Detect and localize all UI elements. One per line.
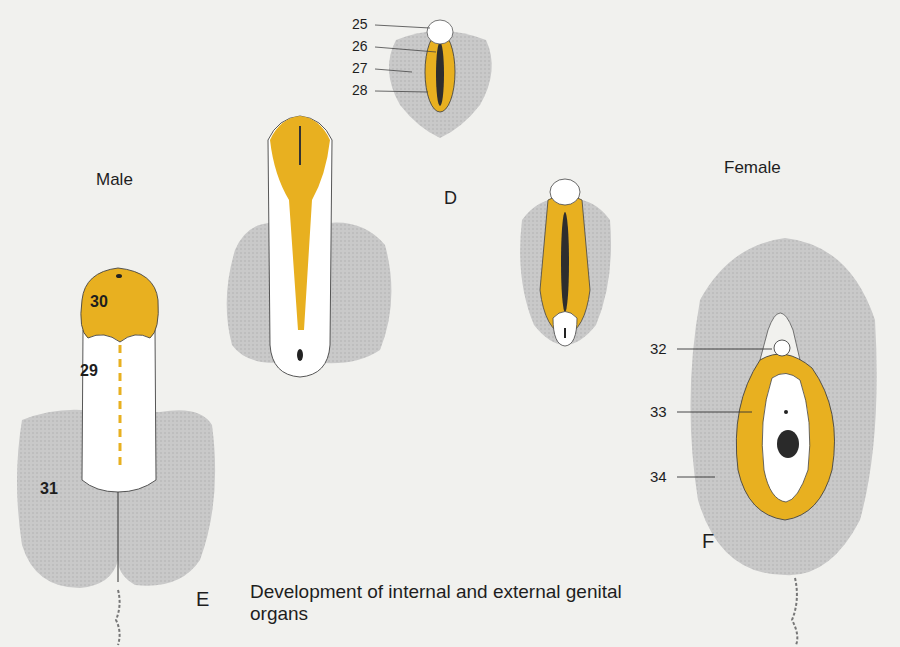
female-external-genitalia — [677, 238, 877, 645]
sex-label: Female — [724, 158, 781, 178]
indifferent-stage — [375, 20, 492, 138]
callout-number: 33 — [650, 403, 667, 420]
sex-label: Male — [96, 170, 133, 190]
male-external-genitalia — [17, 268, 215, 645]
figure-letter: D — [444, 188, 457, 209]
figure-letter: F — [702, 530, 714, 553]
callout-number: 30 — [90, 293, 108, 311]
callout-number: 31 — [40, 480, 58, 498]
callout-number: 34 — [650, 468, 667, 485]
callout-number: 26 — [352, 38, 368, 54]
callout-number: 27 — [352, 60, 368, 76]
callout-number: 29 — [80, 362, 98, 380]
callout-number: 25 — [352, 16, 368, 32]
female-intermediate-stage — [520, 179, 611, 346]
figure-caption: Development of internal and external gen… — [250, 581, 670, 625]
callout-number: 28 — [352, 82, 368, 98]
male-intermediate-stage — [227, 116, 392, 377]
callout-number: 32 — [650, 340, 667, 357]
figure-letter: E — [196, 588, 209, 611]
